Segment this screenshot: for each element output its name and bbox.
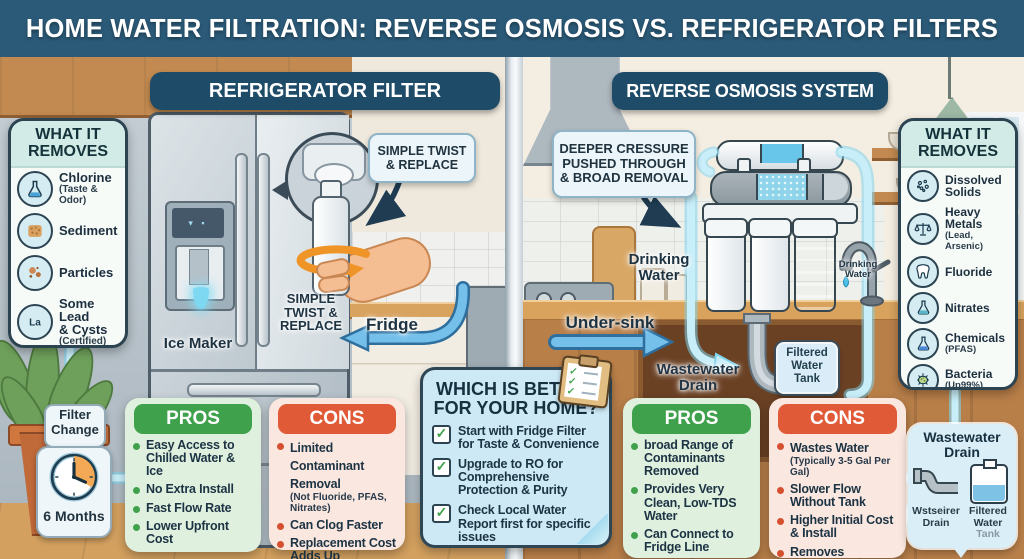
faucet-drinking-water-label: Drinking Water [838, 259, 878, 280]
ro-prefilter-blue [792, 218, 838, 312]
list-item: Can Connect to Fridge Line [631, 527, 752, 554]
tank-icon [970, 459, 1008, 504]
fridge-arrow-label: Fridge [366, 315, 418, 334]
list-item: ✓Upgrade to RO for Comprehensive Protect… [432, 457, 600, 497]
clipboard-icon: ✓ ✓ ✓ [557, 354, 613, 409]
list-item: No Extra Install [133, 483, 253, 496]
simple-twist-callout: SIMPLE TWIST & REPLACE [368, 133, 476, 183]
cons-header: CONS [778, 404, 897, 434]
bacteria-icon [907, 363, 939, 387]
dissolved-solids-icon [907, 169, 939, 202]
drain-pipe-icon [913, 468, 958, 494]
reverse-osmosis-header: REVERSE OSMOSIS SYSTEM [612, 72, 888, 110]
flask-icon [17, 170, 53, 207]
cons-header: CONS [278, 404, 396, 434]
drain-callout-title: Wastewater Drain [923, 429, 1001, 461]
right-removes-title: WHAT IT REMOVES [901, 121, 1015, 168]
under-sink-arrow-label: Under-sink [565, 313, 655, 332]
wastewater-drain-label: Wastewater Drain [656, 361, 740, 394]
particles-icon [17, 254, 53, 291]
drain-callout-left-label: Wstseirer Drain [912, 505, 960, 529]
list-item: Higher Initial Cost & Install [777, 514, 898, 540]
drain-callout-right-label: Filtered Water Tank [964, 505, 1012, 541]
tooth-icon [907, 255, 939, 288]
water-dispenser: ▾ ▪ [165, 201, 235, 311]
list-item: La Some Lead & Cysts (Certified) [11, 294, 125, 345]
filter-interval-text: 6 Months [43, 508, 105, 524]
list-item: Replacement Cost Adds Up [277, 536, 397, 559]
list-item: Bacteria (Up99%) [901, 362, 1015, 387]
zoom-pointer [272, 180, 288, 200]
list-item: Chlorine (Taste & Odor) [11, 168, 125, 210]
list-item: Can Clog Faster [277, 518, 397, 532]
list-item: Slower Flow Without Tank [777, 482, 898, 509]
filter-interval-badge: 6 Months [36, 446, 112, 538]
left-removes-panel: WHAT IT REMOVES Chlorine (Taste & Odor) … [8, 118, 128, 348]
list-item: Chemicals (PFAS) [901, 326, 1015, 362]
pendant-lamp-cord [948, 57, 951, 99]
filter-caption: SIMPLE TWIST & REPLACE [279, 291, 343, 334]
list-item: broad Range of Contaminants Removed [631, 438, 752, 478]
list-item: Fluoride [901, 254, 1015, 290]
sediment-icon [17, 212, 53, 249]
pros-header: PROS [632, 404, 751, 434]
ice-maker-label: Ice Maker [163, 335, 233, 352]
ro-prefilter-1 [704, 218, 748, 312]
flask-icon [907, 327, 939, 360]
ro-prefilter-2 [748, 218, 792, 312]
fridge-cons-panel: CONS Limited Contaminant Removal (Not Fl… [269, 398, 405, 559]
title-banner: HOME WATER FILTRATION: REVERSE OSMOSIS V… [0, 0, 1024, 57]
filter-change-badge: Filter Change [44, 404, 106, 448]
page-title: HOME WATER FILTRATION: REVERSE OSMOSIS V… [25, 13, 999, 43]
flask-icon [907, 291, 939, 324]
check-icon: ✓ [432, 458, 451, 478]
svg-text:La: La [29, 317, 41, 328]
right-removes-panel: WHAT IT REMOVES Dissolved Solids Heavy M… [898, 118, 1018, 390]
filtered-water-tank-badge: Filtered Water Tank [776, 342, 838, 394]
page-curl [576, 514, 608, 544]
refrigerator-filter-header: REFRIGERATOR FILTER [150, 72, 500, 110]
list-item: Heavy Metals (Lead, Arsenic) [901, 204, 1015, 254]
tank-suffix: Tank [976, 528, 1000, 541]
list-item: Wastes Water (Typically 3-5 Gal Per Gal) [777, 439, 898, 478]
lead-la-icon: La [17, 303, 53, 340]
water-drop-icon [193, 287, 209, 309]
pros-header: PROS [134, 404, 252, 434]
list-item: Fast Flow Rate [133, 501, 253, 515]
list-item: Easy Access to Chilled Water & Ice [133, 438, 253, 478]
scale-icon [907, 212, 939, 245]
check-icon: ✓ [432, 504, 451, 524]
wastewater-drain-callout: Wastewater Drain Wstseirer Drain Filtere… [908, 424, 1016, 558]
left-removes-title: WHAT IT REMOVES [11, 121, 125, 168]
ro-cons-panel: CONS Wastes Water (Typically 3-5 Gal Per… [769, 398, 906, 559]
fridge-pros-panel: PROS Easy Access to Chilled Water & Ice … [125, 398, 261, 552]
list-item: Lower Upfront Cost [133, 519, 253, 546]
check-icon: ✓ [432, 424, 451, 444]
clock-icon [49, 452, 99, 502]
list-item: Removes Beneficial Minerals [777, 545, 898, 559]
list-item: Dissolved Solids [901, 168, 1015, 204]
list-item: ✓Check Local Water Report first for spec… [432, 504, 600, 543]
list-item: ✓Start with Fridge Filter for Taste & Co… [432, 424, 600, 451]
ro-pros-panel: PROS broad Range of Contaminants Removed… [623, 398, 760, 559]
list-item: Nitrates [901, 290, 1015, 326]
list-item: Provides Very Clean, Low-TDS Water [631, 483, 752, 522]
list-item: Sediment [11, 210, 125, 252]
drinking-water-label: Drinking Water [628, 251, 690, 284]
jar [640, 268, 666, 306]
ro-membrane-canister [716, 140, 844, 171]
deeper-pressure-callout: DEEPER CRESSURE PUSHED THROUGH & BROAD R… [552, 130, 696, 198]
list-item: Particles [11, 252, 125, 294]
ro-carbon-canister [710, 171, 852, 207]
list-item: Limited Contaminant Removal (Not Fluorid… [277, 439, 397, 514]
